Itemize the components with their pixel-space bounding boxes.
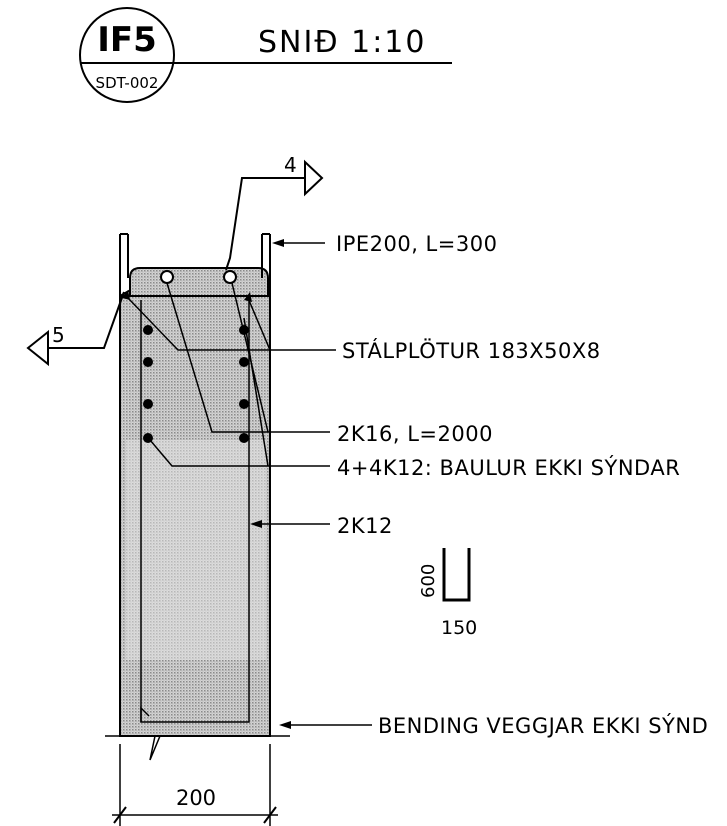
leader-plates (127, 297, 336, 351)
rebar-2k16-left (160, 270, 174, 284)
rebar-k12-left-2 (143, 357, 153, 367)
rebar-k12-left-1 (143, 325, 153, 335)
bar-shape-outline (442, 548, 471, 602)
section-4-cut-line (225, 177, 305, 271)
bottom-bar-end (140, 706, 150, 722)
concrete-wall-section (119, 267, 271, 737)
bar-shape-width-label: 150 (441, 617, 477, 639)
bar-shape-diagram: 600 150 (418, 548, 477, 639)
wall-interior-band (126, 440, 266, 660)
rebar-2k12-outline (140, 300, 250, 723)
callout-labels: IPE200, L=300 STÁLPLÖTUR 183X50X8 2K16, … (336, 232, 708, 738)
leader-2k16 (166, 282, 330, 433)
ipe-left-flange (119, 234, 129, 296)
rebar-k12-right-4 (239, 433, 249, 443)
dim-width-label: 200 (176, 786, 216, 810)
ipe-right-flange (261, 234, 271, 296)
beam-concrete-infill (129, 267, 269, 297)
leader-4k12-right (243, 317, 269, 467)
reinforcement (122, 270, 252, 723)
plate-arrow-right (244, 292, 252, 302)
section-marker-4: 4 (225, 153, 324, 271)
section-4-arrow (304, 159, 324, 197)
dim-tick-left (113, 806, 127, 824)
bar-shape-height-label: 600 (418, 564, 439, 598)
title-block: IF5 SDT-002 SNIÐ 1:10 (79, 7, 452, 103)
drawing-title: SNIÐ 1:10 (258, 25, 426, 60)
leader-lines (105, 239, 372, 761)
leader-ipe-arrow (272, 239, 284, 247)
leader-plates-right (247, 297, 271, 351)
section-marker-5: 5 (26, 291, 125, 367)
leader-2k12-arrow (250, 520, 262, 528)
rebar-k12-left-3 (143, 399, 153, 409)
callout-4k12: 4+4K12: BAULUR EKKI SÝNDAR (337, 455, 680, 480)
section-4-label: 4 (284, 153, 297, 177)
callout-2k16: 2K16, L=2000 (337, 422, 493, 446)
detail-circle (79, 7, 175, 103)
detail-number: IF5 (97, 20, 157, 60)
rebar-k12-right-2 (239, 357, 249, 367)
leader-bending-arrow (279, 721, 291, 729)
section-5-label: 5 (52, 323, 65, 347)
callout-plates: STÁLPLÖTUR 183X50X8 (342, 338, 601, 363)
leader-4k12 (149, 439, 330, 467)
break-line (105, 735, 290, 761)
section-5-arrow (26, 329, 49, 367)
plate-arrow-left (122, 290, 130, 300)
callout-ipe: IPE200, L=300 (336, 232, 497, 256)
callout-bending: BENDING VEGGJAR EKKI SÝND (378, 713, 708, 738)
sheet-reference: SDT-002 (96, 74, 159, 92)
dim-tick-right (263, 806, 277, 824)
callout-2k12: 2K12 (337, 514, 393, 538)
ipe200-beam (119, 233, 271, 296)
section-5-cut-line (48, 291, 125, 349)
rebar-k12-right-3 (239, 399, 249, 409)
rebar-2k16-right (223, 270, 237, 284)
width-dimension: 200 (112, 744, 278, 826)
